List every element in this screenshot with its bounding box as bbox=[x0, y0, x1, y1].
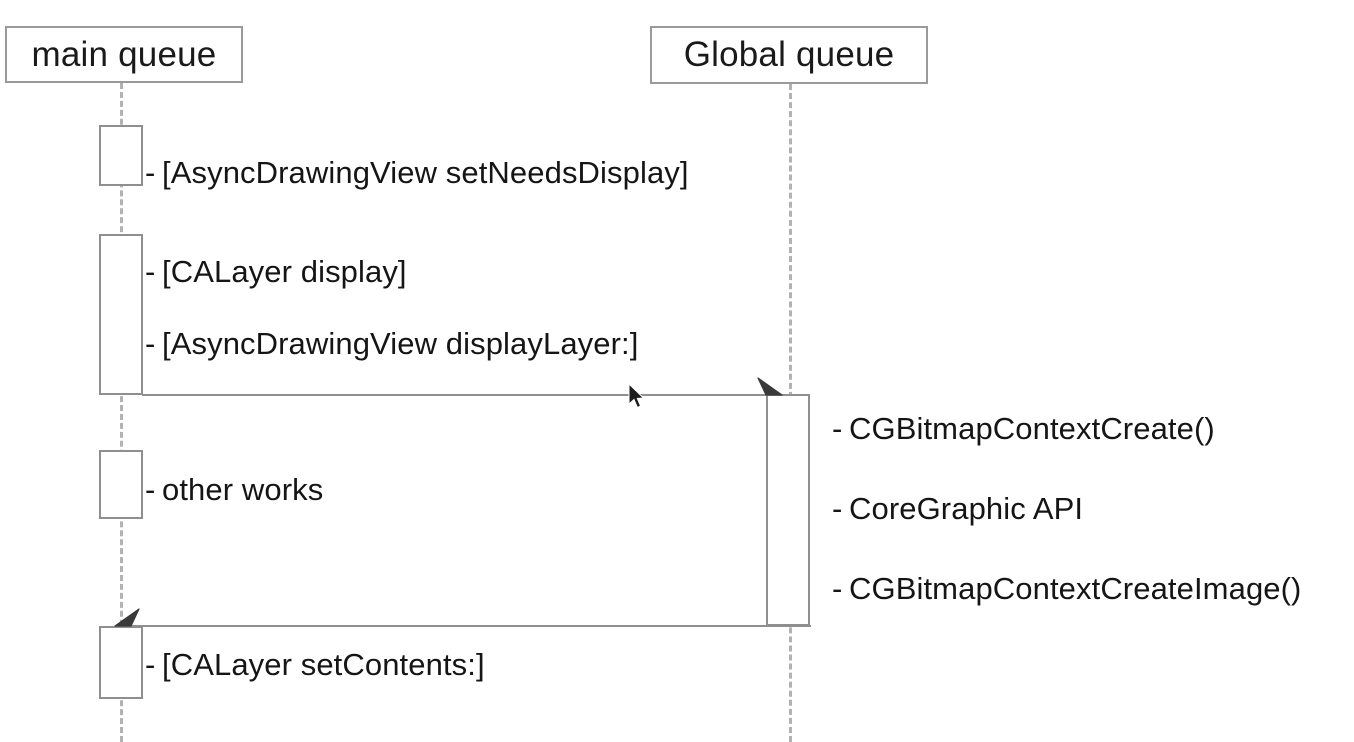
step-label-calayer-setcontents: - [CALayer setContents:] bbox=[145, 647, 485, 683]
step-label-other-works: - other works bbox=[145, 472, 323, 508]
lifeline-header-global-queue: Global queue bbox=[650, 26, 928, 84]
step-label-set-needs-display: - [AsyncDrawingView setNeedsDisplay] bbox=[145, 155, 689, 191]
lifeline-main-queue bbox=[120, 83, 123, 742]
activation-bar-main-3 bbox=[99, 450, 143, 519]
step-label-text: CoreGraphic API bbox=[849, 491, 1084, 526]
bullet-dash: - bbox=[832, 491, 843, 526]
arrowhead-left-icon bbox=[114, 608, 140, 628]
activation-bar-main-2 bbox=[99, 234, 143, 395]
step-label-text: [CALayer display] bbox=[162, 254, 407, 289]
bullet-dash: - bbox=[145, 647, 156, 682]
bullet-dash: - bbox=[832, 411, 843, 446]
step-label-text: CGBitmapContextCreate() bbox=[849, 411, 1215, 446]
step-label-display-layer: - [AsyncDrawingView displayLayer:] bbox=[145, 326, 638, 362]
step-label-calayer-display: - [CALayer display] bbox=[145, 254, 407, 290]
bullet-dash: - bbox=[145, 472, 156, 507]
bullet-dash: - bbox=[145, 155, 156, 190]
bullet-dash: - bbox=[145, 254, 156, 289]
step-label-coregraphic-api: - CoreGraphic API bbox=[832, 491, 1083, 527]
mouse-pointer-icon bbox=[628, 382, 646, 409]
bullet-dash: - bbox=[145, 326, 156, 361]
activation-bar-main-4 bbox=[99, 626, 143, 699]
arrowhead-right-icon bbox=[757, 377, 783, 397]
lifeline-header-main-queue: main queue bbox=[5, 26, 243, 83]
step-label-text: [AsyncDrawingView setNeedsDisplay] bbox=[162, 155, 689, 190]
step-label-text: other works bbox=[162, 472, 324, 507]
step-label-cgbitmapcontextcreate: - CGBitmapContextCreate() bbox=[832, 411, 1215, 447]
step-label-cgbitmapcontextcreateimage: - CGBitmapContextCreateImage() bbox=[832, 571, 1301, 607]
activation-bar-main-1 bbox=[99, 125, 143, 186]
activation-bar-global-1 bbox=[766, 394, 810, 626]
bullet-dash: - bbox=[832, 571, 843, 606]
step-label-text: CGBitmapContextCreateImage() bbox=[849, 571, 1302, 606]
step-label-text: [AsyncDrawingView displayLayer:] bbox=[162, 326, 639, 361]
message-line-return-to-main-queue bbox=[120, 625, 811, 627]
message-line-call-to-global-queue bbox=[142, 394, 767, 396]
step-label-text: [CALayer setContents:] bbox=[162, 647, 485, 682]
